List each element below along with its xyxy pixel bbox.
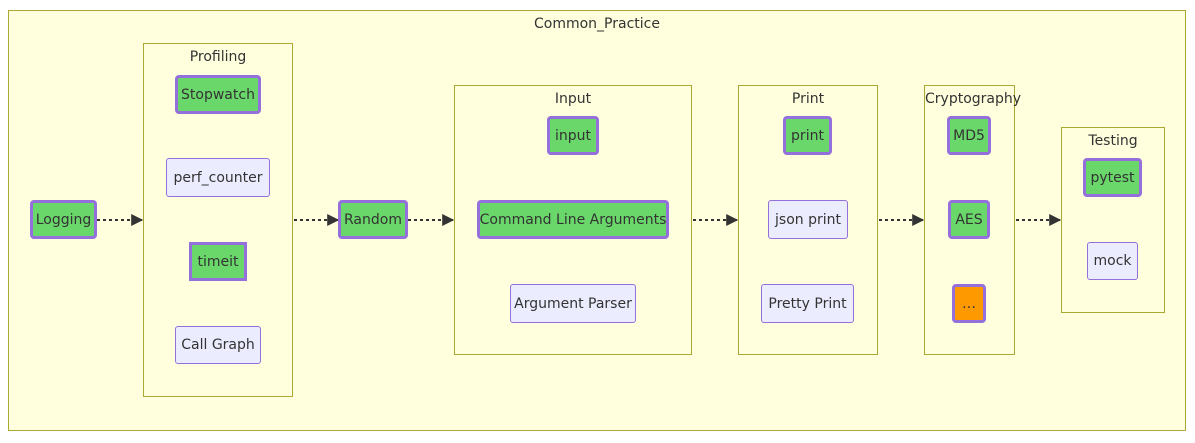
cryptography-title: Cryptography	[925, 91, 1022, 107]
ellipsis-node[interactable]: …	[952, 284, 986, 323]
print-node[interactable]: print	[783, 116, 832, 155]
argument-parser-node[interactable]: Argument Parser	[510, 284, 636, 323]
mock-node[interactable]: mock	[1087, 242, 1138, 280]
cli-args-node[interactable]: Command Line Arguments	[477, 200, 669, 239]
input-node[interactable]: input	[547, 116, 599, 155]
pytest-node[interactable]: pytest	[1083, 158, 1142, 197]
md5-node[interactable]: MD5	[947, 116, 991, 155]
print-title: Print	[791, 91, 825, 107]
aes-node[interactable]: AES	[948, 200, 990, 239]
testing-title: Testing	[1088, 133, 1138, 149]
logging-node[interactable]: Logging	[30, 200, 97, 239]
common-practice-title: Common_Practice	[534, 16, 660, 32]
call-graph-node[interactable]: Call Graph	[175, 326, 261, 364]
random-node[interactable]: Random	[338, 200, 408, 239]
json-print-node[interactable]: json print	[768, 200, 848, 239]
profiling-title: Profiling	[189, 49, 247, 65]
input-title: Input	[554, 91, 592, 107]
timeit-node[interactable]: timeit	[189, 242, 247, 281]
stopwatch-node[interactable]: Stopwatch	[175, 75, 261, 114]
testing-cluster: Testing	[1061, 127, 1165, 313]
pretty-print-node[interactable]: Pretty Print	[761, 284, 854, 323]
perf-counter-node[interactable]: perf_counter	[166, 158, 270, 197]
